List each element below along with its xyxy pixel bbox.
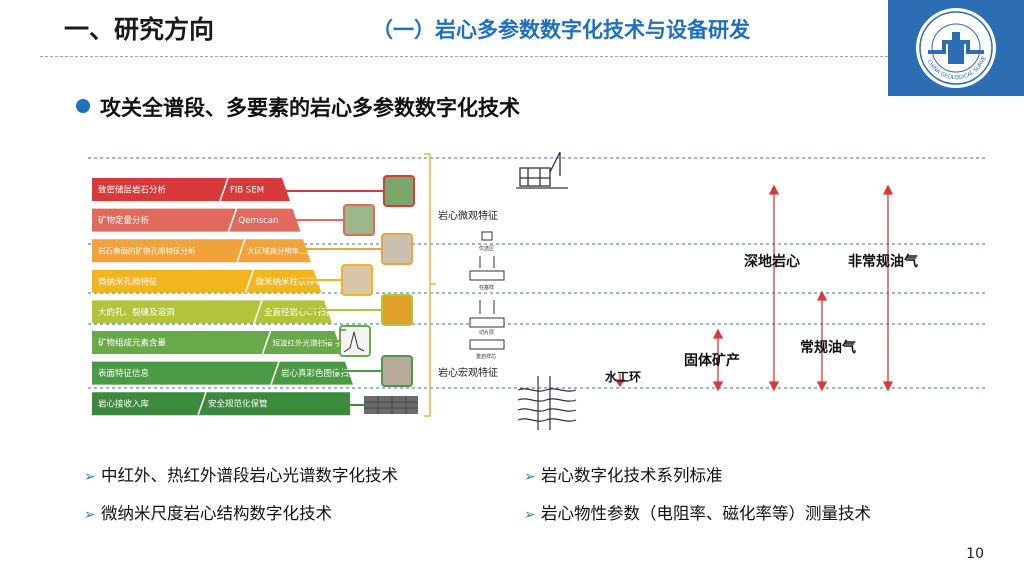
pyramid-left-label: 岩心接收入库	[98, 399, 150, 410]
core-sample	[469, 339, 505, 350]
bullet-item: ➢ 岩心数字化技术系列标准	[524, 466, 723, 485]
pyramid-left-label: 岩石表面的矿物孔隙特征分析	[98, 246, 196, 256]
label-shuigonghuan: 水工环	[605, 369, 641, 384]
slice-sample	[469, 317, 505, 328]
pyramid-right-label: 岩心真彩色图像扫描	[281, 368, 358, 379]
pyramid-row	[92, 178, 290, 201]
sem-thumbnail	[383, 175, 415, 207]
pyramid-right-label: 短波红外光谱扫描 手持XRF设备扫描	[273, 338, 396, 348]
arrow-bullet-icon: ➢	[84, 507, 96, 523]
drilling-rig-icon	[516, 151, 568, 189]
pyramid-row	[92, 269, 322, 293]
pyramid-right-label: 全直径岩心CT扫描	[264, 307, 335, 318]
arrow-shuigonghuan	[614, 379, 626, 388]
small-label: 优选区	[479, 245, 494, 252]
macro-label: 岩心宏观特征	[438, 366, 498, 379]
pyramid-left-label: 微纳米孔隙特征	[98, 276, 158, 287]
color-scan-thumbnail	[381, 355, 413, 387]
pyramid-row	[92, 361, 353, 385]
header-divider	[40, 56, 888, 57]
pyramid-row	[92, 392, 350, 416]
pyramid-left-label: 大的孔、裂缝及溶洞	[98, 307, 175, 318]
page-number: 10	[966, 546, 984, 562]
microct-thumbnail	[341, 264, 373, 296]
label-shendi: 深地岩心	[744, 253, 800, 270]
pyramid-right-label: 安全规范化保管	[208, 399, 268, 410]
small-label: 重岩样芯	[476, 353, 496, 360]
section-subtitle: （一）岩心多参数数字化技术与设备研发	[372, 18, 750, 42]
arrow-bullet-icon: ➢	[524, 507, 536, 523]
label-changgui: 常规油气	[800, 339, 856, 356]
bullet-item: ➢ 岩心物性参数（电阻率、磁化率等）测量技术	[524, 504, 871, 523]
pyramid-right-label: FIB SEM	[230, 186, 264, 196]
pyramid-row	[92, 239, 311, 263]
borehole-icon	[517, 376, 577, 430]
pyramid-left-label: 矿物定量分析	[98, 215, 150, 226]
arrow-bullet-icon: ➢	[524, 469, 536, 485]
headline: 攻关全谱段、多要素的岩心多参数数字化技术	[100, 96, 520, 120]
section-title: 一、研究方向	[64, 15, 215, 44]
image-thumbnail	[381, 233, 413, 265]
small-label: 切片层	[479, 329, 494, 336]
pyramid-right-label: 微米纳米柱状样CT	[256, 276, 327, 287]
ct-thumbnail	[381, 294, 413, 326]
core-digitization-diagram: 致密储层岩石分析 FIB SEM 矿物定量分析 Qemscan 岩石表面的矿物孔隙特征分…	[88, 151, 988, 430]
pyramid-right-label: Qemscan	[239, 216, 279, 226]
spectrum-thumbnail	[339, 325, 371, 357]
bracket-yellow	[424, 153, 436, 417]
logo-panel: CHINA GEOLOGICAL SURVEY	[885, 0, 1024, 96]
pyramid-right-label: 大区域高分辨率二维成像	[247, 246, 330, 256]
small-label: 柱塞样	[479, 284, 494, 291]
bullet-item: ➢ 微纳米尺度岩心结构数字化技术	[84, 504, 332, 523]
label-feichanggui: 非常规油气	[848, 253, 918, 270]
pyramid-left-label: 表面特征信息	[98, 368, 150, 379]
pyramid-row	[92, 331, 343, 354]
bullet-dot	[76, 99, 90, 113]
pyramid-left-label: 矿物组成元素含量	[98, 338, 167, 349]
cgs-logo-icon: CHINA GEOLOGICAL SURVEY	[885, 0, 996, 88]
pyramid-row	[92, 300, 332, 324]
plug-sample	[469, 270, 505, 281]
pyramid-left-label: 致密储层岩石分析	[98, 185, 167, 196]
bullet-item: ➢ 中红外、热红外谱段岩心光谱数字化技术	[84, 466, 398, 485]
sample-block	[481, 231, 493, 241]
label-guti: 固体矿产	[684, 352, 740, 369]
micro-label: 岩心微观特征	[438, 209, 498, 222]
pyramid-row	[92, 208, 301, 232]
arrow-bullet-icon: ➢	[84, 469, 96, 485]
core-box-thumbnail	[364, 396, 418, 414]
qemscan-thumbnail	[343, 204, 375, 236]
